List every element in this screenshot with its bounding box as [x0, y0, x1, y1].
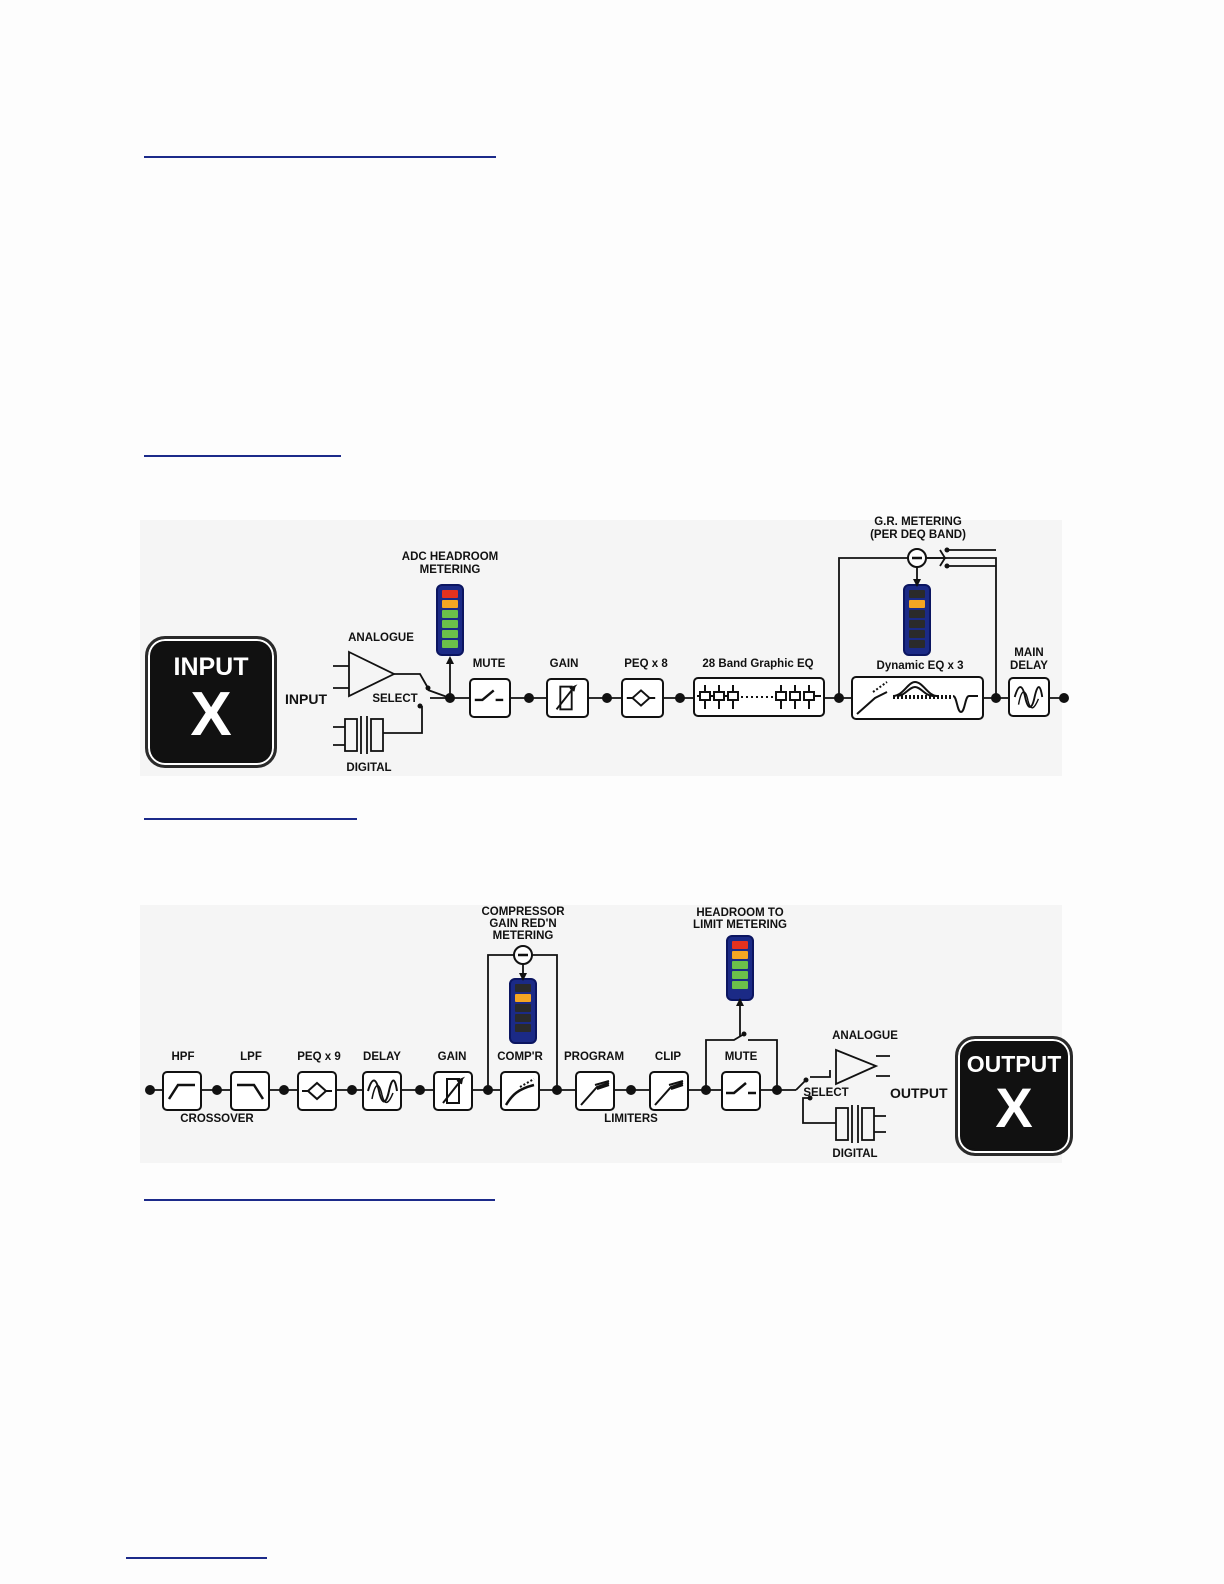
- hpf-label: HPF: [171, 1051, 195, 1063]
- node-dot: [279, 1085, 289, 1095]
- switch-icon: [726, 1082, 756, 1095]
- output-box-title: OUTPUT: [966, 1051, 1062, 1077]
- variable-gain-icon: [442, 1076, 466, 1104]
- highpass-icon: [167, 1083, 195, 1100]
- mute-out-label: MUTE: [724, 1051, 758, 1063]
- analogue-label: ANALOGUE: [348, 632, 414, 644]
- node-dot: [212, 1085, 222, 1095]
- node-dot: [834, 693, 844, 703]
- link-rule-4[interactable]: [144, 1199, 495, 1201]
- node-dot: [1059, 693, 1069, 703]
- node-dot: [483, 1085, 493, 1095]
- select-out-label: SELECT: [803, 1087, 849, 1099]
- lpf-label: LPF: [240, 1051, 262, 1063]
- switch-icon: [474, 689, 504, 702]
- node-dot: [701, 1085, 711, 1095]
- node-dot: [602, 693, 612, 703]
- comp-block: [500, 1071, 540, 1111]
- gain-out-label: GAIN: [437, 1051, 467, 1063]
- input-box-channel: X: [190, 680, 232, 749]
- output-diagram-panel: [140, 905, 1062, 1163]
- link-rule-1[interactable]: [144, 156, 496, 158]
- headroom-limit-meter: [726, 935, 754, 1001]
- program-label: PROGRAM: [563, 1051, 625, 1063]
- crossover-label: CROSSOVER: [180, 1113, 254, 1125]
- geq-block: [693, 677, 825, 717]
- input-box: INPUT X: [145, 636, 277, 768]
- node-dot: [347, 1085, 357, 1095]
- deq-block: [851, 676, 984, 720]
- main-delay-label: MAIN DELAY: [1010, 647, 1048, 672]
- delay-sine-icon: [367, 1079, 398, 1104]
- delay-label: DELAY: [363, 1051, 401, 1063]
- hpf-block: [162, 1071, 202, 1111]
- node-dot: [445, 693, 455, 703]
- peq-block: [621, 678, 664, 718]
- lpf-block: [230, 1071, 270, 1111]
- peq-icon: [626, 689, 656, 707]
- node-dot: [552, 1085, 562, 1095]
- lowpass-icon: [237, 1083, 265, 1100]
- program-limiter-block: [575, 1071, 615, 1111]
- dynamic-eq-icon: [856, 680, 978, 715]
- node-dot: [675, 693, 685, 703]
- gain-out-block: [433, 1071, 473, 1111]
- output-label: OUTPUT: [890, 1085, 948, 1101]
- adc-headroom-meter: [436, 584, 464, 656]
- limiter-icon: [580, 1080, 610, 1106]
- variable-gain-icon: [555, 684, 578, 711]
- limiter-icon: [654, 1080, 684, 1106]
- delay-sine-icon: [1013, 686, 1044, 709]
- comp-metering-label: COMPRESSOR GAIN RED'N METERING: [481, 906, 565, 942]
- output-box: OUTPUT X: [955, 1036, 1073, 1156]
- gr-deq-meter: [903, 584, 931, 656]
- output-box-channel: X: [995, 1076, 1033, 1139]
- input-label: INPUT: [285, 691, 327, 707]
- peq-icon: [302, 1081, 332, 1101]
- gr-metering-label: G.R. METERING (PER DEQ BAND): [870, 516, 966, 541]
- mute-out-block: [721, 1071, 761, 1111]
- comp-label: COMP'R: [497, 1051, 543, 1063]
- clip-limiter-block: [649, 1071, 689, 1111]
- input-box-title: INPUT: [173, 653, 249, 681]
- digital-out-label: DIGITAL: [832, 1148, 878, 1160]
- node-dot: [415, 1085, 425, 1095]
- peq-label: PEQ x 8: [624, 658, 668, 670]
- link-rule-2[interactable]: [144, 455, 341, 457]
- node-dot: [524, 693, 534, 703]
- digital-label: DIGITAL: [346, 762, 392, 774]
- limiters-label: LIMITERS: [604, 1113, 658, 1125]
- delay-out-block: [362, 1071, 402, 1111]
- mute-label: MUTE: [472, 658, 506, 670]
- analogue-out-label: ANALOGUE: [832, 1030, 898, 1042]
- node-dot: [145, 1085, 155, 1095]
- node-dot: [991, 693, 1001, 703]
- compressor-icon: [504, 1078, 535, 1106]
- node-dot: [772, 1085, 782, 1095]
- adc-metering-label: ADC HEADROOM METERING: [401, 551, 499, 576]
- link-rule-3[interactable]: [144, 818, 357, 820]
- geq-label: 28 Band Graphic EQ: [702, 658, 814, 670]
- clip-label: CLIP: [654, 1051, 682, 1063]
- peq-out-block: [297, 1071, 337, 1111]
- graphic-eq-icon: [697, 685, 821, 709]
- main-delay-block: [1008, 677, 1050, 717]
- mute-block: [469, 678, 511, 718]
- headroom-metering-label: HEADROOM TO LIMIT METERING: [693, 907, 787, 931]
- deq-label: Dynamic EQ x 3: [876, 660, 964, 672]
- peq-out-label: PEQ x 9: [297, 1051, 341, 1063]
- gain-block: [546, 678, 589, 718]
- comp-gr-meter: [509, 978, 537, 1044]
- gain-label: GAIN: [549, 658, 579, 670]
- select-label: SELECT: [372, 693, 418, 705]
- link-rule-5[interactable]: [126, 1557, 267, 1559]
- node-dot: [626, 1085, 636, 1095]
